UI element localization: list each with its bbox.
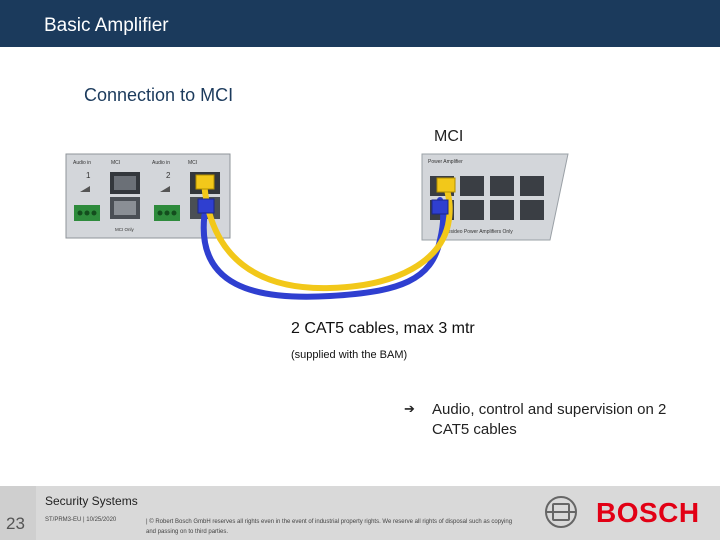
yellow-cat5-cable bbox=[201, 179, 453, 292]
mci-label: MCI bbox=[434, 128, 464, 145]
bosch-wordmark: BOSCH bbox=[596, 497, 700, 528]
mci-label-2: MCI bbox=[188, 160, 197, 166]
power-amp-port-6 bbox=[460, 200, 484, 220]
power-amp-caption: Praesideo Power Amplifiers Only bbox=[440, 229, 513, 235]
footer-copyright: | © Robert Bosch GmbH reserves all right… bbox=[146, 519, 513, 535]
slide-title: Basic Amplifier bbox=[44, 15, 169, 36]
cables-label: 2 CAT5 cables, max 3 mtr bbox=[291, 320, 475, 337]
blue-cat5-cable bbox=[200, 197, 447, 300]
channel-number-2: 2 bbox=[166, 171, 171, 180]
channel-number-1: 1 bbox=[86, 171, 91, 180]
footer-meta: ST/PRM3-EU | 10/25/2020 bbox=[45, 517, 117, 523]
power-amp-port-2 bbox=[460, 176, 484, 196]
power-amp-port-8 bbox=[520, 200, 544, 220]
title-bar bbox=[0, 0, 720, 47]
bullet-text: Audio, control and supervision on 2 CAT5… bbox=[432, 401, 667, 438]
supplied-note: (supplied with the BAM) bbox=[291, 349, 408, 361]
bosch-armature-logo bbox=[545, 496, 577, 528]
audio-in-label-1: Audio in bbox=[73, 160, 91, 166]
mci-label-1: MCI bbox=[111, 160, 120, 166]
blue-plug-left bbox=[197, 198, 215, 214]
arrow-bullet-icon: ➔ bbox=[404, 401, 415, 416]
power-amp-title: Power Amplifier bbox=[428, 159, 463, 165]
yellow-plug-right bbox=[436, 177, 456, 193]
audio-in-label-2: Audio in bbox=[152, 160, 170, 166]
footer-bar bbox=[0, 486, 720, 540]
power-amp-port-3 bbox=[490, 176, 514, 196]
mci-only-label: MCI Only bbox=[115, 227, 135, 232]
yellow-plug-left bbox=[195, 174, 215, 190]
power-amp-port-4 bbox=[520, 176, 544, 196]
footer-page-box bbox=[0, 486, 36, 540]
section-heading: Connection to MCI bbox=[84, 85, 234, 105]
footer-company: Security Systems bbox=[45, 494, 138, 508]
blue-plug-right bbox=[431, 199, 449, 215]
power-amp-port-7 bbox=[490, 200, 514, 220]
page-number: 23 bbox=[6, 514, 25, 533]
